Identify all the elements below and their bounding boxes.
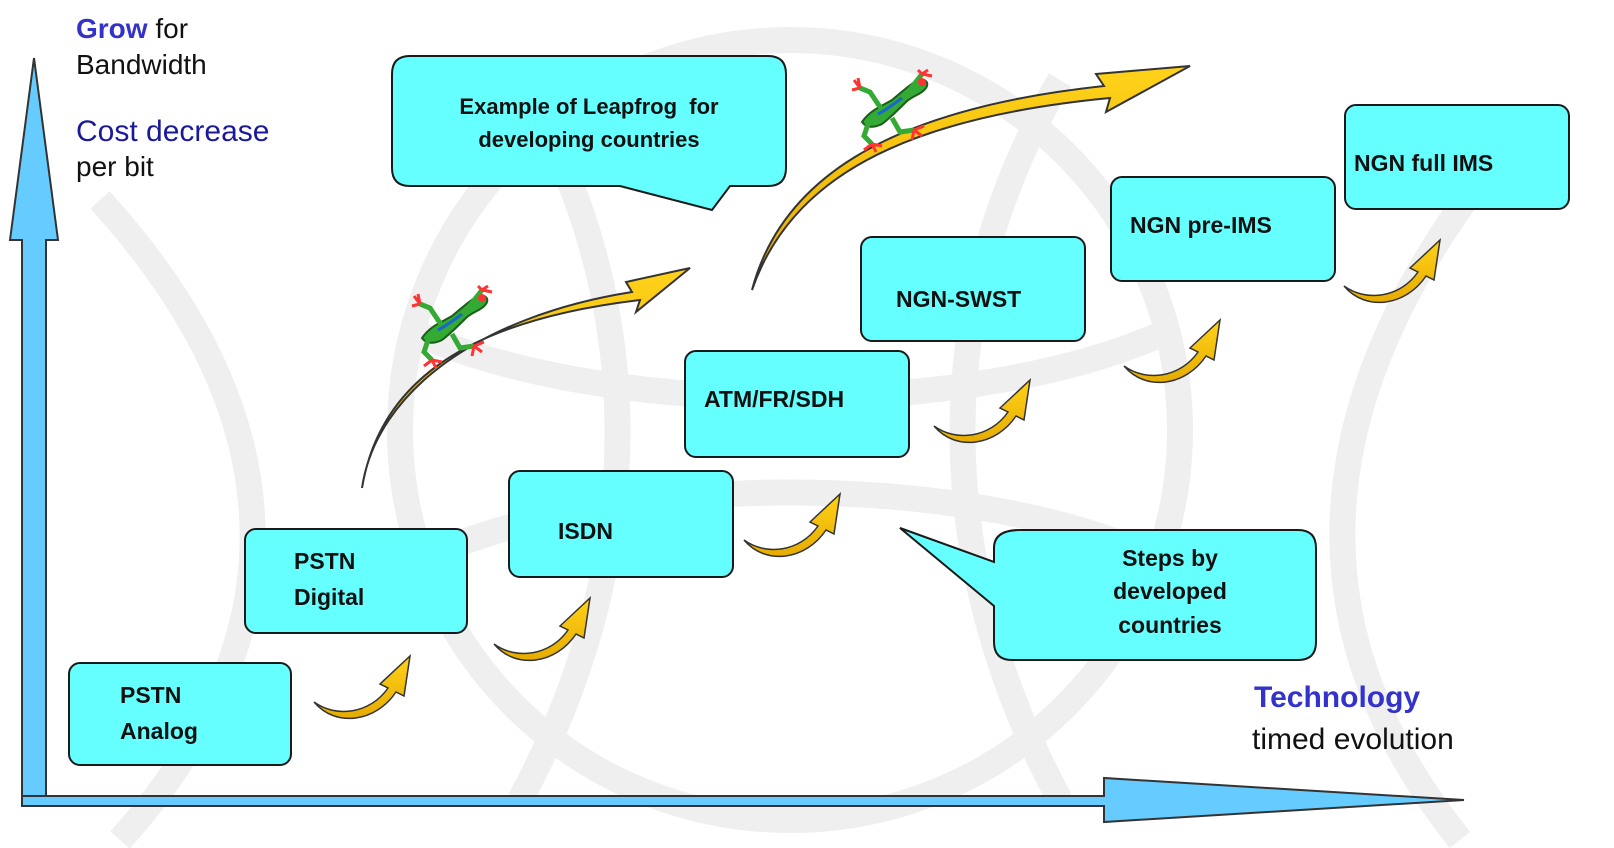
leapfrog-callout-bubble bbox=[391, 55, 787, 212]
leapfrog-arrow-2 bbox=[751, 65, 1191, 291]
step-box-ngn-swst: NGN-SWST bbox=[860, 236, 1086, 342]
steps-callout-bubble bbox=[899, 527, 1317, 661]
leapfrog-arrow-1 bbox=[361, 267, 691, 489]
y-axis-title-bold: Grow bbox=[76, 13, 148, 44]
step-box-ngn-pre-ims: NGN pre-IMS bbox=[1110, 176, 1336, 282]
x-axis-subtitle: timed evolution bbox=[1252, 723, 1454, 756]
step-box-pstn-digital: PSTN Digital bbox=[244, 528, 468, 634]
step-box-pstn-analog: PSTN Analog bbox=[68, 662, 292, 766]
step-box-ngn-full-ims: NGN full IMS bbox=[1344, 104, 1570, 210]
step-box-atm-fr-sdh: ATM/FR/SDH bbox=[684, 350, 910, 458]
y-axis-cost-label: Cost decrease bbox=[76, 115, 270, 148]
step-arrow-1 bbox=[313, 655, 411, 720]
y-axis-title: Grow for bbox=[76, 13, 189, 44]
step-box-isdn: ISDN bbox=[508, 470, 734, 578]
steps-callout-text: Steps by developed countries bbox=[1113, 545, 1227, 638]
y-axis-perbit-label: per bit bbox=[76, 151, 154, 182]
x-axis-arrow bbox=[21, 776, 1465, 824]
leapfrog-callout-text: Example of Leapfrog for developing count… bbox=[459, 94, 719, 152]
x-axis-title: Technology bbox=[1254, 681, 1421, 714]
y-axis-arrow bbox=[8, 57, 60, 805]
y-axis-title-line2: Bandwidth bbox=[76, 49, 207, 80]
